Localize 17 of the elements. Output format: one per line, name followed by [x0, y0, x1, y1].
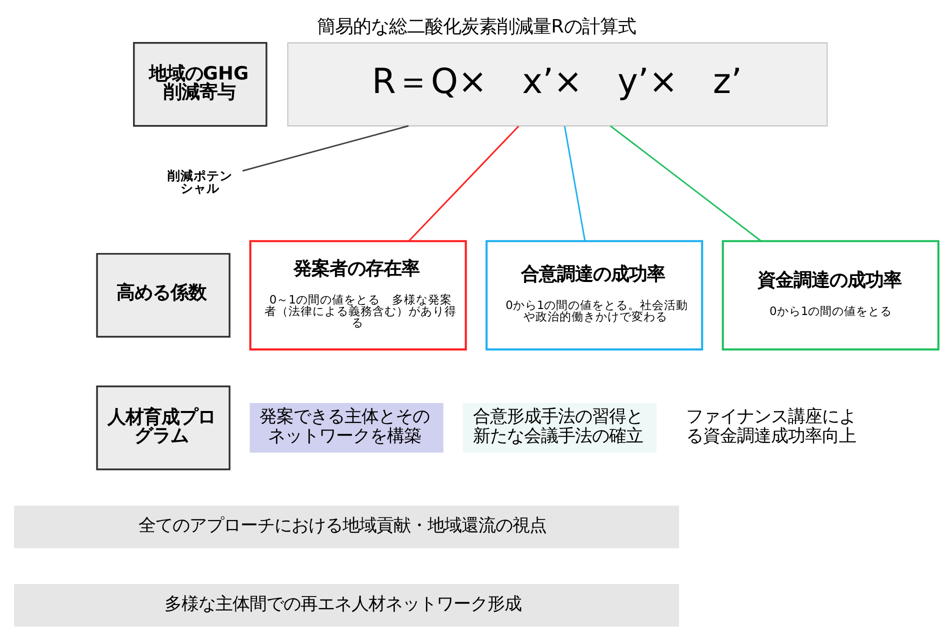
node-box: 発案者の存在率 0～1の間の値をとる 多様な発案者（法律による義務含む）があり得る	[248, 240, 466, 350]
node-box: 人材育成プログラム	[96, 385, 230, 470]
node-box: 資金調達の成功率 0から1の間の値をとる	[721, 240, 939, 350]
node-box: 発案できる主体とそのネットワークを構築	[249, 403, 443, 453]
node-box: 高める係数	[96, 252, 230, 338]
node-text: 削減ポテンシャル	[166, 168, 232, 196]
node-box: 地域のGHG削減寄与	[132, 42, 267, 127]
node-box: 全てのアプローチにおける地域貢献・地域還流の視点	[14, 506, 679, 548]
connector	[242, 125, 408, 172]
node-text: ファイナンス講座による資金調達成功率向上	[685, 407, 856, 447]
node-box: R＝Q× x’× y’× z’	[286, 42, 828, 126]
connector	[563, 126, 586, 241]
node-box: 合意調達の成功率 0から1の間の値をとる。社会活動や政治的働きかけで変わる	[485, 240, 703, 350]
node-box: 多様な主体間での再エネ人材ネットワーク形成	[14, 584, 679, 627]
connector	[408, 126, 519, 242]
connector	[610, 125, 761, 242]
diagram-title: 簡易的な総二酸化炭素削減量Rの計算式	[316, 16, 636, 38]
